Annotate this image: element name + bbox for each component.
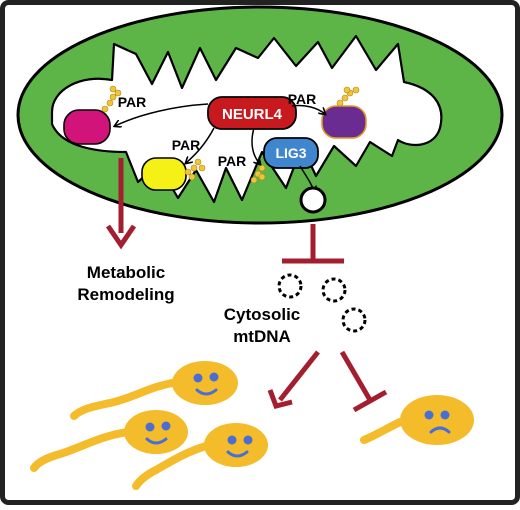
par-arrow-to-magenta xyxy=(115,103,209,126)
happy-cell-top xyxy=(70,361,238,420)
inhibition-to-sad-cell xyxy=(339,350,388,413)
par-arrow-to-purple xyxy=(291,104,325,114)
cytosolic-label-line2: mtDNA xyxy=(233,327,291,346)
mtdna-release-inhibition xyxy=(282,224,344,264)
lig3-protein: LIG3 xyxy=(263,137,319,169)
sad-cell xyxy=(360,395,474,445)
par-label-left: PAR xyxy=(118,94,147,110)
par-label-lower: PAR xyxy=(172,137,201,153)
happy-cell-middle xyxy=(30,410,188,472)
neurl4-label: NEURL4 xyxy=(222,106,283,123)
par-arrow-to-lig3 xyxy=(251,127,260,164)
activation-arrow-to-happy-cells xyxy=(267,350,320,409)
par-chain-magenta xyxy=(101,85,122,113)
happy-cell-bottom xyxy=(132,423,268,490)
purple-protein xyxy=(321,105,367,139)
metabolic-label-line1: Metabolic xyxy=(87,263,165,282)
magenta-protein xyxy=(63,109,111,145)
cytosolic-label-line1: Cytosolic xyxy=(224,305,301,324)
cytosolic-mtdna-circles xyxy=(277,273,367,333)
metabolic-label-line2: Remodeling xyxy=(77,285,174,304)
par-arrow-to-yellow xyxy=(186,127,215,163)
par-arrows xyxy=(115,103,325,192)
yellow-protein xyxy=(141,157,187,191)
mtdna-circle xyxy=(299,186,327,214)
par-chain-lig3 xyxy=(250,164,266,184)
par-chain-purple xyxy=(336,86,360,107)
par-label-lig3: PAR xyxy=(218,153,247,169)
par-chain-yellow xyxy=(184,158,206,181)
neurl4-protein: NEURL4 xyxy=(207,96,297,130)
lig3-label: LIG3 xyxy=(275,145,306,161)
par-label-right: PAR xyxy=(288,91,317,107)
metabolic-remodeling-arrow xyxy=(105,158,137,250)
